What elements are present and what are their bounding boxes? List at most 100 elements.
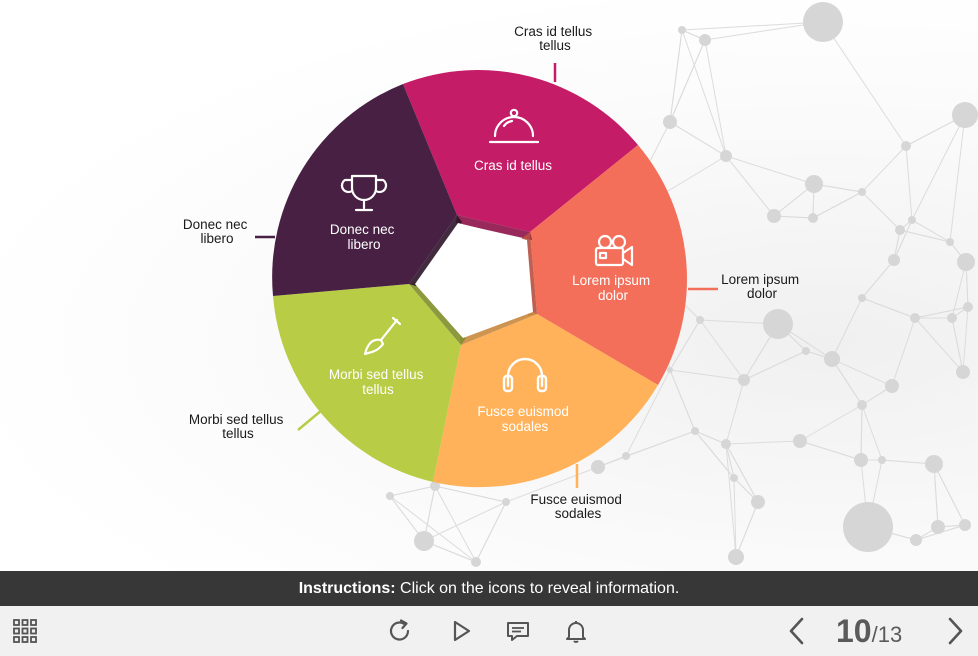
network-line bbox=[694, 430, 727, 445]
network-node bbox=[803, 2, 843, 42]
grid-menu-icon bbox=[13, 619, 37, 643]
network-line bbox=[893, 219, 913, 261]
segment-label-lorem: Lorem ipsum dolor bbox=[572, 273, 654, 303]
network-line bbox=[725, 155, 775, 217]
network-line bbox=[743, 350, 807, 381]
network-node bbox=[471, 557, 481, 567]
network-line bbox=[434, 485, 477, 563]
network-node bbox=[591, 460, 605, 474]
network-node bbox=[957, 253, 975, 271]
replay-button[interactable] bbox=[383, 614, 417, 648]
network-line bbox=[911, 219, 951, 243]
network-node bbox=[947, 313, 957, 323]
network-line bbox=[694, 430, 735, 479]
play-button[interactable] bbox=[444, 614, 478, 648]
tick-morbi bbox=[297, 409, 323, 431]
network-line bbox=[733, 477, 737, 558]
network-node bbox=[622, 452, 630, 460]
segment-morbi[interactable] bbox=[273, 284, 461, 482]
network-line bbox=[799, 404, 863, 442]
network-line bbox=[831, 358, 863, 406]
transcript-button[interactable] bbox=[501, 614, 535, 648]
network-node bbox=[691, 427, 699, 435]
service-bell-icon[interactable] bbox=[488, 108, 540, 144]
network-line bbox=[951, 317, 964, 373]
network-line bbox=[891, 317, 916, 387]
network-line bbox=[861, 297, 916, 319]
segment-fusce[interactable] bbox=[433, 314, 658, 488]
player-toolbar: 10/13 bbox=[0, 606, 978, 656]
network-node bbox=[805, 175, 823, 193]
segment-label-fusce: Fusce euismod sodales bbox=[477, 404, 572, 434]
network-line bbox=[725, 443, 737, 558]
network-node bbox=[430, 481, 440, 491]
segment-label-cras: Cras id tellus bbox=[474, 158, 552, 173]
network-line bbox=[933, 463, 939, 528]
network-line bbox=[735, 501, 759, 558]
network-line bbox=[389, 495, 477, 563]
bell-icon bbox=[566, 621, 586, 643]
network-line bbox=[951, 261, 967, 319]
network-node bbox=[386, 492, 394, 500]
network-node bbox=[901, 141, 911, 151]
video-camera-icon[interactable] bbox=[594, 234, 634, 267]
network-line bbox=[625, 369, 671, 457]
previous-slide-button[interactable] bbox=[780, 614, 814, 648]
notes-button[interactable] bbox=[559, 614, 593, 648]
headphones-icon[interactable] bbox=[502, 357, 548, 393]
network-node bbox=[824, 351, 840, 367]
network-node bbox=[878, 456, 886, 464]
menu-button[interactable] bbox=[8, 614, 42, 648]
instructions-bar: Instructions: Click on the icons to reve… bbox=[0, 571, 978, 606]
network-node bbox=[751, 495, 765, 509]
network-node bbox=[663, 115, 677, 129]
network-line bbox=[505, 466, 599, 503]
network-node bbox=[678, 26, 686, 34]
network-node bbox=[952, 102, 978, 128]
play-icon bbox=[453, 620, 471, 642]
network-node bbox=[858, 188, 866, 196]
network-line bbox=[861, 259, 895, 299]
network-line bbox=[669, 319, 701, 371]
page-separator: / bbox=[871, 622, 878, 647]
page-current: 10 bbox=[836, 613, 872, 649]
network-node bbox=[959, 519, 971, 531]
outer-label-morbi: Morbi sed tellus tellus bbox=[189, 412, 287, 441]
network-line bbox=[899, 229, 951, 243]
network-node bbox=[802, 347, 810, 355]
network-node bbox=[931, 520, 945, 534]
network-line bbox=[389, 485, 436, 497]
segment-cras[interactable] bbox=[403, 69, 638, 233]
network-node bbox=[908, 216, 916, 224]
paintbrush-icon[interactable] bbox=[363, 316, 402, 356]
network-line bbox=[725, 443, 759, 503]
network-line bbox=[669, 121, 727, 157]
wheel: Cras id tellus Lorem ipsum dolor Fusce e… bbox=[183, 24, 799, 521]
network-line bbox=[861, 191, 901, 231]
network-line bbox=[933, 463, 966, 526]
segment-label-morbi: Morbi sed tellus tellus bbox=[329, 367, 427, 397]
network-node bbox=[946, 238, 954, 246]
chevron-left-icon bbox=[789, 617, 804, 645]
next-slide-button[interactable] bbox=[938, 614, 972, 648]
chevron-right-icon bbox=[948, 617, 963, 645]
inner-shadow-cras bbox=[456, 215, 532, 240]
segment-label-donec: Donec nec libero bbox=[330, 222, 398, 252]
inner-shadow-fusce bbox=[460, 310, 537, 345]
network-node bbox=[793, 434, 807, 448]
network-line bbox=[822, 21, 907, 147]
network-line bbox=[669, 369, 696, 432]
network-node bbox=[963, 302, 973, 312]
network-line bbox=[799, 440, 862, 461]
network-line bbox=[860, 404, 863, 461]
network-node bbox=[910, 313, 920, 323]
outer-label-fusce: Fusce euismod sodales bbox=[530, 492, 625, 521]
network-node bbox=[885, 379, 899, 393]
trophy-icon[interactable] bbox=[340, 174, 388, 212]
network-node bbox=[721, 439, 731, 449]
network-line bbox=[423, 501, 507, 542]
network-line bbox=[861, 404, 883, 461]
wheel-diagram: Cras id tellus Lorem ipsum dolor Fusce e… bbox=[183, 2, 978, 567]
segment-donec[interactable] bbox=[272, 84, 457, 296]
network-line bbox=[669, 29, 683, 123]
